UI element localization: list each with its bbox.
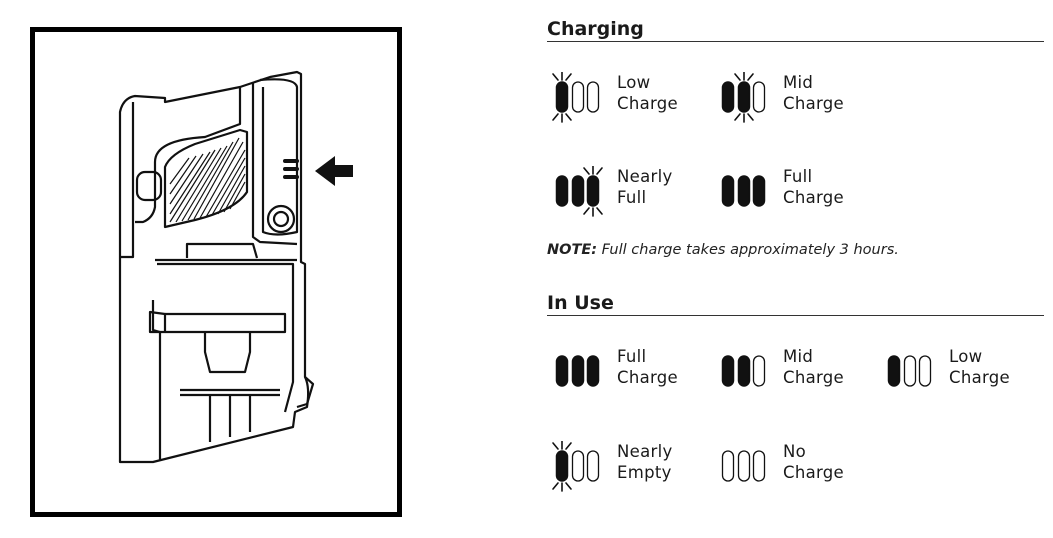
blinking-rays-icon xyxy=(552,441,572,492)
in-use-indicator-no-charge: No Charge xyxy=(711,441,871,501)
battery-bars-icon xyxy=(887,355,932,387)
indicator-label-line2: Empty xyxy=(617,463,672,482)
unlit-bar xyxy=(721,450,735,482)
charging-indicator-low: Low Charge xyxy=(545,72,705,132)
lit-bar xyxy=(721,175,735,207)
pointing-left-arrow xyxy=(315,156,353,186)
unlit-bar xyxy=(737,450,751,482)
unlit-bar xyxy=(586,450,600,482)
lit-bar xyxy=(721,81,735,113)
unlit-bar xyxy=(586,81,600,113)
in-use-title: In Use xyxy=(547,292,1044,316)
lit-bar xyxy=(555,355,569,387)
battery-bars-icon xyxy=(721,72,766,123)
blinking-rays-icon xyxy=(583,166,603,217)
device-illustration-frame xyxy=(30,27,402,517)
unlit-bar xyxy=(752,450,766,482)
indicator-label-line1: Mid xyxy=(783,347,814,366)
charging-note: NOTE: Full charge takes approximately 3 … xyxy=(547,242,899,258)
lit-bar xyxy=(737,175,751,207)
battery-bars-icon xyxy=(552,72,600,123)
lit-bar xyxy=(721,355,735,387)
indicator-label-line2: Charge xyxy=(617,368,679,387)
lit-bar xyxy=(752,175,766,207)
lit-bar xyxy=(555,450,569,482)
indicator-label-line1: No xyxy=(783,442,807,461)
indicator-label-line1: Nearly xyxy=(617,167,673,186)
in-use-indicator-full: Full Charge xyxy=(545,346,705,406)
note-text: Full charge takes approximately 3 hours. xyxy=(597,242,899,258)
lit-bar xyxy=(571,355,585,387)
indicator-label-line2: Charge xyxy=(783,368,845,387)
indicator-label-line1: Full xyxy=(617,347,647,366)
indicator-label-line1: Mid xyxy=(783,73,814,92)
blinking-rays-icon xyxy=(734,72,754,123)
lit-bar xyxy=(737,355,751,387)
vacuum-handle-illustration xyxy=(118,70,353,464)
battery-bars-icon xyxy=(552,441,600,492)
unlit-bar xyxy=(571,450,585,482)
unlit-bar xyxy=(903,355,917,387)
charging-indicator-nearly-full: Nearly Full xyxy=(545,166,705,226)
indicator-label-line1: Nearly xyxy=(617,442,673,461)
in-use-indicator-mid: Mid Charge xyxy=(711,346,871,406)
battery-bars-icon xyxy=(721,175,766,207)
unlit-bar xyxy=(571,81,585,113)
charging-indicator-mid: Mid Charge xyxy=(711,72,871,132)
battery-bars-icon xyxy=(555,355,600,387)
blinking-rays-icon xyxy=(552,72,572,123)
charging-title: Charging xyxy=(547,18,1044,42)
indicator-label-line2: Charge xyxy=(783,94,845,113)
indicator-label-line1: Low xyxy=(617,73,651,92)
unlit-bar xyxy=(752,355,766,387)
indicator-label-line1: Full xyxy=(783,167,813,186)
battery-bars-icon xyxy=(721,450,766,482)
indicator-label-line1: Low xyxy=(949,347,983,366)
indicator-label-line2: Charge xyxy=(783,188,845,207)
lit-bar xyxy=(586,175,600,207)
battery-bars-icon xyxy=(721,355,766,387)
lit-bar xyxy=(571,175,585,207)
lit-bar xyxy=(737,81,751,113)
unlit-bar xyxy=(752,81,766,113)
note-label: NOTE: xyxy=(547,242,598,258)
indicator-label-line2: Full xyxy=(617,188,647,207)
lit-bar xyxy=(555,175,569,207)
lit-bar xyxy=(555,81,569,113)
unlit-bar xyxy=(918,355,932,387)
in-use-indicator-low: Low Charge xyxy=(877,346,1037,406)
lit-bar xyxy=(887,355,901,387)
charging-indicator-full: Full Charge xyxy=(711,166,871,226)
indicator-label-line2: Charge xyxy=(617,94,679,113)
battery-bars-icon xyxy=(555,166,603,217)
indicator-label-line2: Charge xyxy=(949,368,1011,387)
in-use-indicator-nearly-empty: Nearly Empty xyxy=(545,441,705,501)
indicator-label-line2: Charge xyxy=(783,463,845,482)
lit-bar xyxy=(586,355,600,387)
